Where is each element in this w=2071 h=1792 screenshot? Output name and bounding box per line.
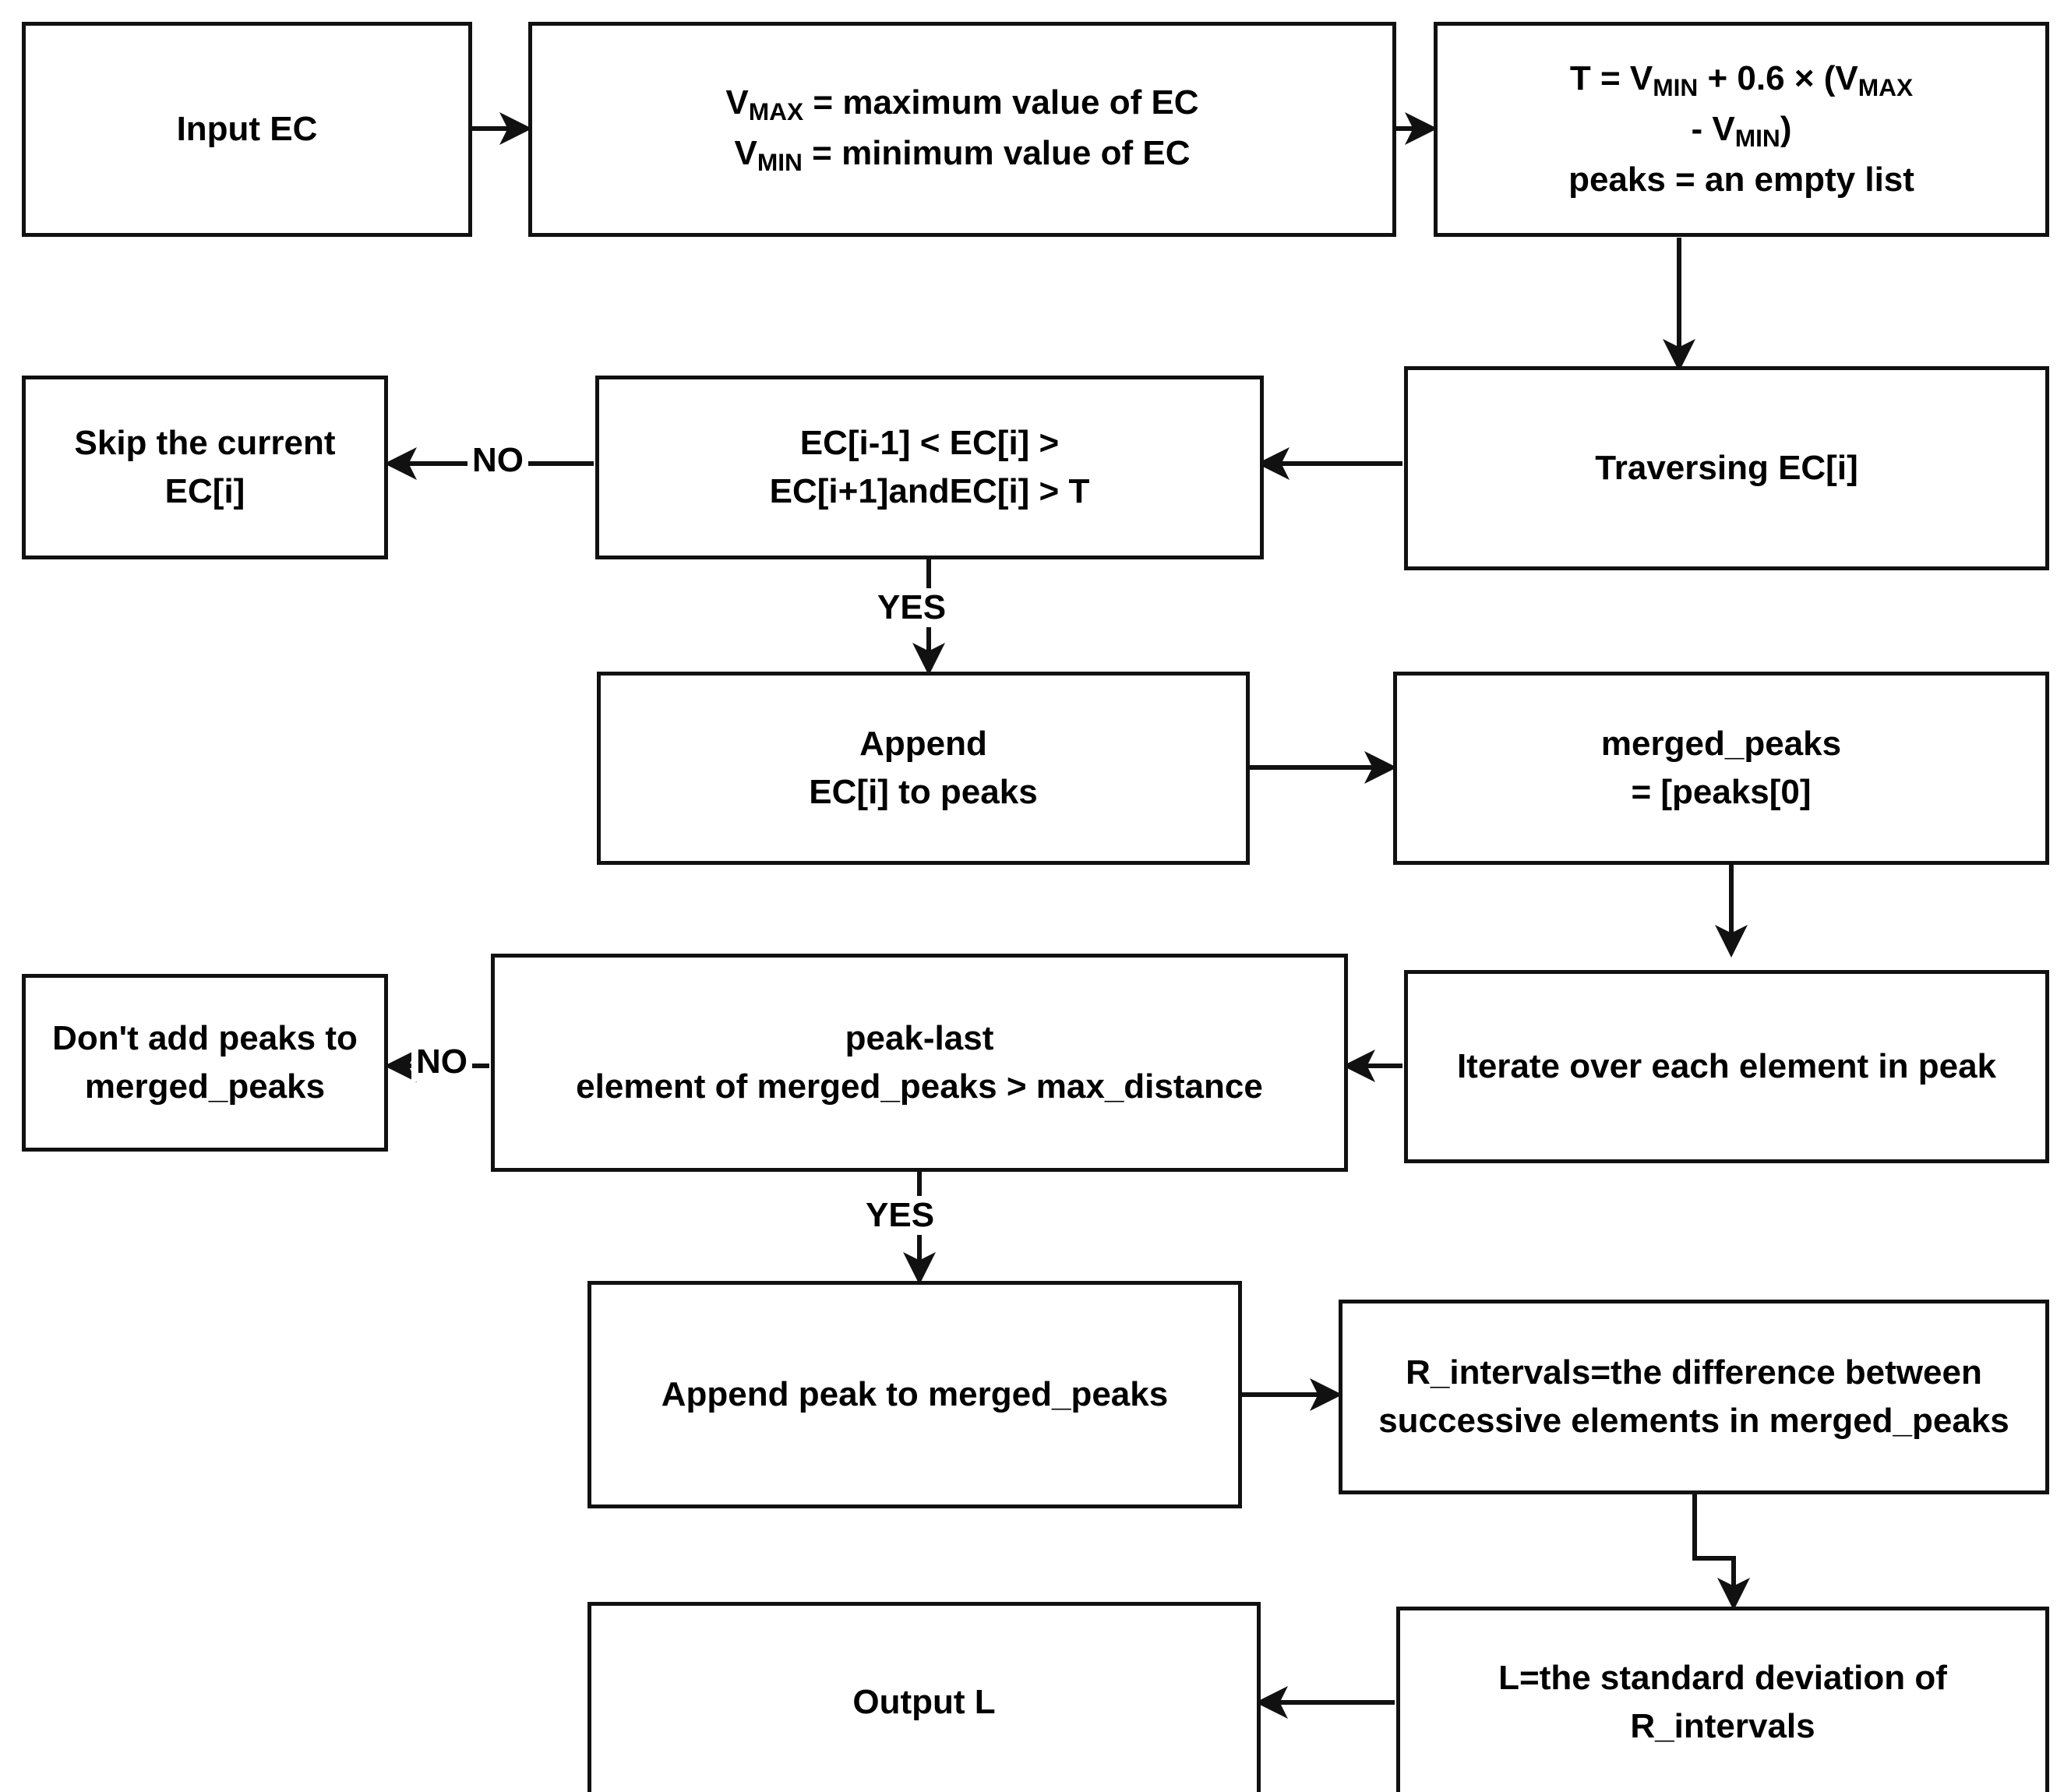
node-compute-vmax-vmin[interactable]: VMAX = maximum value of EC VMIN = minimu… [528, 22, 1396, 237]
node-compute-threshold[interactable]: T = VMIN + 0.6 × (VMAX - VMIN) peaks = a… [1434, 22, 2049, 237]
node-iterate-peak[interactable]: Iterate over each element in peak [1404, 970, 2049, 1163]
node-compute-vmax-vmin-label: VMAX = maximum value of EC VMIN = minimu… [725, 79, 1198, 180]
node-compute-l-label: L=the standard deviation of R_intervals [1498, 1658, 1947, 1745]
edge-label-no-peak: NO [467, 441, 528, 480]
node-compute-l[interactable]: L=the standard deviation of R_intervals [1396, 1607, 2049, 1792]
node-input-ec-label: Input EC [176, 109, 318, 148]
node-output-l-label: Output L [852, 1682, 996, 1721]
edge-label-yes-peak: YES [873, 588, 951, 627]
node-traversing[interactable]: Traversing EC[i] [1404, 366, 2049, 570]
node-r-intervals-label: R_intervals=the difference between succe… [1378, 1353, 2009, 1440]
node-input-ec[interactable]: Input EC [22, 22, 472, 237]
node-skip-current[interactable]: Skip the current EC[i] [22, 376, 388, 559]
node-distance-condition-label: peak-last element of merged_peaks > max_… [576, 1018, 1263, 1106]
node-distance-condition[interactable]: peak-last element of merged_peaks > max_… [491, 954, 1348, 1172]
edge-label-no-distance: NO [411, 1042, 472, 1081]
threshold-line2: - VMIN) [1691, 109, 1792, 152]
vmin-line: VMIN = minimum value of EC [734, 134, 1191, 176]
node-merged-peaks-init[interactable]: merged_peaks = [peaks[0] [1393, 672, 2049, 865]
threshold-line1: T = VMIN + 0.6 × (VMAX [1569, 58, 1914, 101]
node-append-peak[interactable]: Append EC[i] to peaks [597, 672, 1250, 865]
node-append-to-merged-label: Append peak to merged_peaks [661, 1374, 1169, 1413]
node-peak-condition-label: EC[i-1] < EC[i] > EC[i+1]andEC[i] > T [769, 423, 1090, 510]
node-r-intervals[interactable]: R_intervals=the difference between succe… [1339, 1300, 2049, 1494]
node-compute-threshold-label: T = VMIN + 0.6 × (VMAX - VMIN) peaks = a… [1568, 55, 1914, 204]
edge-label-yes-distance: YES [861, 1196, 940, 1235]
node-append-to-merged[interactable]: Append peak to merged_peaks [587, 1281, 1242, 1508]
node-iterate-peak-label: Iterate over each element in peak [1456, 1046, 1997, 1085]
node-traversing-label: Traversing EC[i] [1595, 448, 1858, 487]
node-append-peak-label: Append EC[i] to peaks [809, 724, 1038, 811]
node-merged-peaks-init-label: merged_peaks = [peaks[0] [1600, 724, 1842, 811]
node-peak-condition[interactable]: EC[i-1] < EC[i] > EC[i+1]andEC[i] > T [595, 376, 1264, 559]
node-skip-current-label: Skip the current EC[i] [74, 423, 336, 510]
edge-rintervals-to-l [1692, 1494, 1750, 1610]
vmax-line: VMAX = maximum value of EC [725, 83, 1199, 126]
node-dont-add-peaks[interactable]: Don't add peaks to merged_peaks [22, 974, 388, 1152]
node-dont-add-peaks-label: Don't add peaks to merged_peaks [52, 1018, 358, 1106]
threshold-line3: peaks = an empty list [1568, 160, 1914, 199]
node-output-l[interactable]: Output L [587, 1602, 1261, 1792]
